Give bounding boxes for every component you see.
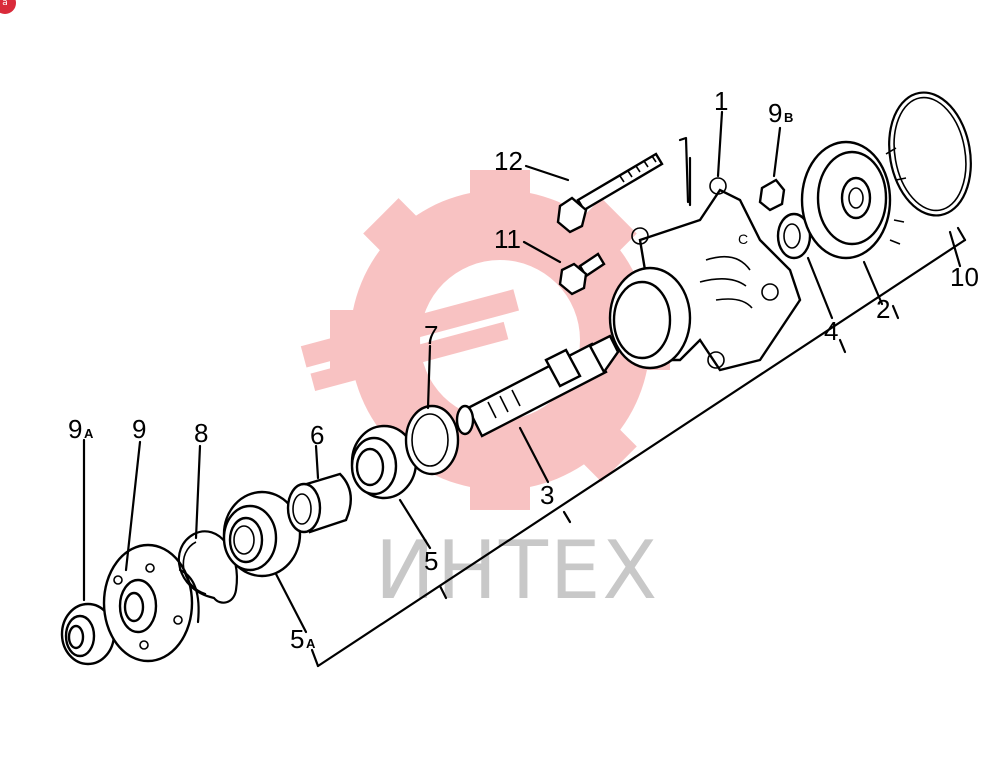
part-fitting-9b bbox=[758, 178, 786, 212]
svg-text:C: C bbox=[738, 231, 748, 247]
part-housing-1: C bbox=[608, 177, 802, 372]
part-bearing-5 bbox=[350, 424, 418, 500]
svg-text:A: A bbox=[84, 426, 94, 441]
part-bolt-12 bbox=[556, 152, 664, 234]
part-seal-7 bbox=[404, 404, 460, 476]
part-bolt-11 bbox=[558, 252, 606, 296]
svg-text:B: B bbox=[784, 110, 793, 125]
svg-text:8: 8 bbox=[194, 418, 208, 448]
svg-text:9: 9 bbox=[768, 98, 782, 128]
part-gasket-10 bbox=[888, 91, 972, 217]
svg-text:9: 9 bbox=[68, 414, 82, 444]
label-2: 2 bbox=[876, 294, 890, 324]
label-4: 4 bbox=[824, 316, 838, 346]
part-nut-9a bbox=[60, 602, 116, 666]
part-bearing-5a bbox=[222, 490, 302, 578]
watermark-text: ИНТЕХ bbox=[375, 524, 659, 617]
part-impeller-2 bbox=[800, 140, 907, 260]
assembly-bracket bbox=[310, 136, 967, 668]
svg-text:10: 10 bbox=[950, 262, 979, 292]
label-11: 11 bbox=[494, 224, 521, 254]
label-10: 10 bbox=[950, 262, 979, 292]
part-shaft-3 bbox=[455, 334, 620, 438]
part-flange-9 bbox=[102, 543, 200, 663]
svg-text:3: 3 bbox=[540, 480, 554, 510]
label-8: 8 bbox=[194, 418, 208, 448]
part-sleeve-6 bbox=[286, 472, 352, 534]
label-1: 1 bbox=[714, 86, 728, 116]
label-7: 7 bbox=[424, 320, 438, 350]
svg-text:4: 4 bbox=[824, 316, 838, 346]
part-washer-4 bbox=[776, 212, 812, 260]
label-3: 3 bbox=[540, 480, 554, 510]
label-12: 12 bbox=[494, 146, 523, 176]
svg-text:1: 1 bbox=[714, 86, 728, 116]
corner-badge: a bbox=[0, 0, 16, 14]
svg-text:9: 9 bbox=[132, 414, 146, 444]
svg-text:A: A bbox=[306, 636, 316, 651]
leader-lines bbox=[82, 110, 962, 634]
svg-text:2: 2 bbox=[876, 294, 890, 324]
svg-text:7: 7 bbox=[424, 320, 438, 350]
label-5: 5 bbox=[424, 546, 438, 576]
svg-text:5: 5 bbox=[290, 624, 304, 654]
part-snap-ring-8 bbox=[177, 530, 239, 604]
label-9: 9 bbox=[132, 414, 146, 444]
label-6: 6 bbox=[310, 420, 324, 450]
svg-text:6: 6 bbox=[310, 420, 324, 450]
svg-text:11: 11 bbox=[494, 224, 521, 254]
svg-text:5: 5 bbox=[424, 546, 438, 576]
svg-text:12: 12 bbox=[494, 146, 523, 176]
